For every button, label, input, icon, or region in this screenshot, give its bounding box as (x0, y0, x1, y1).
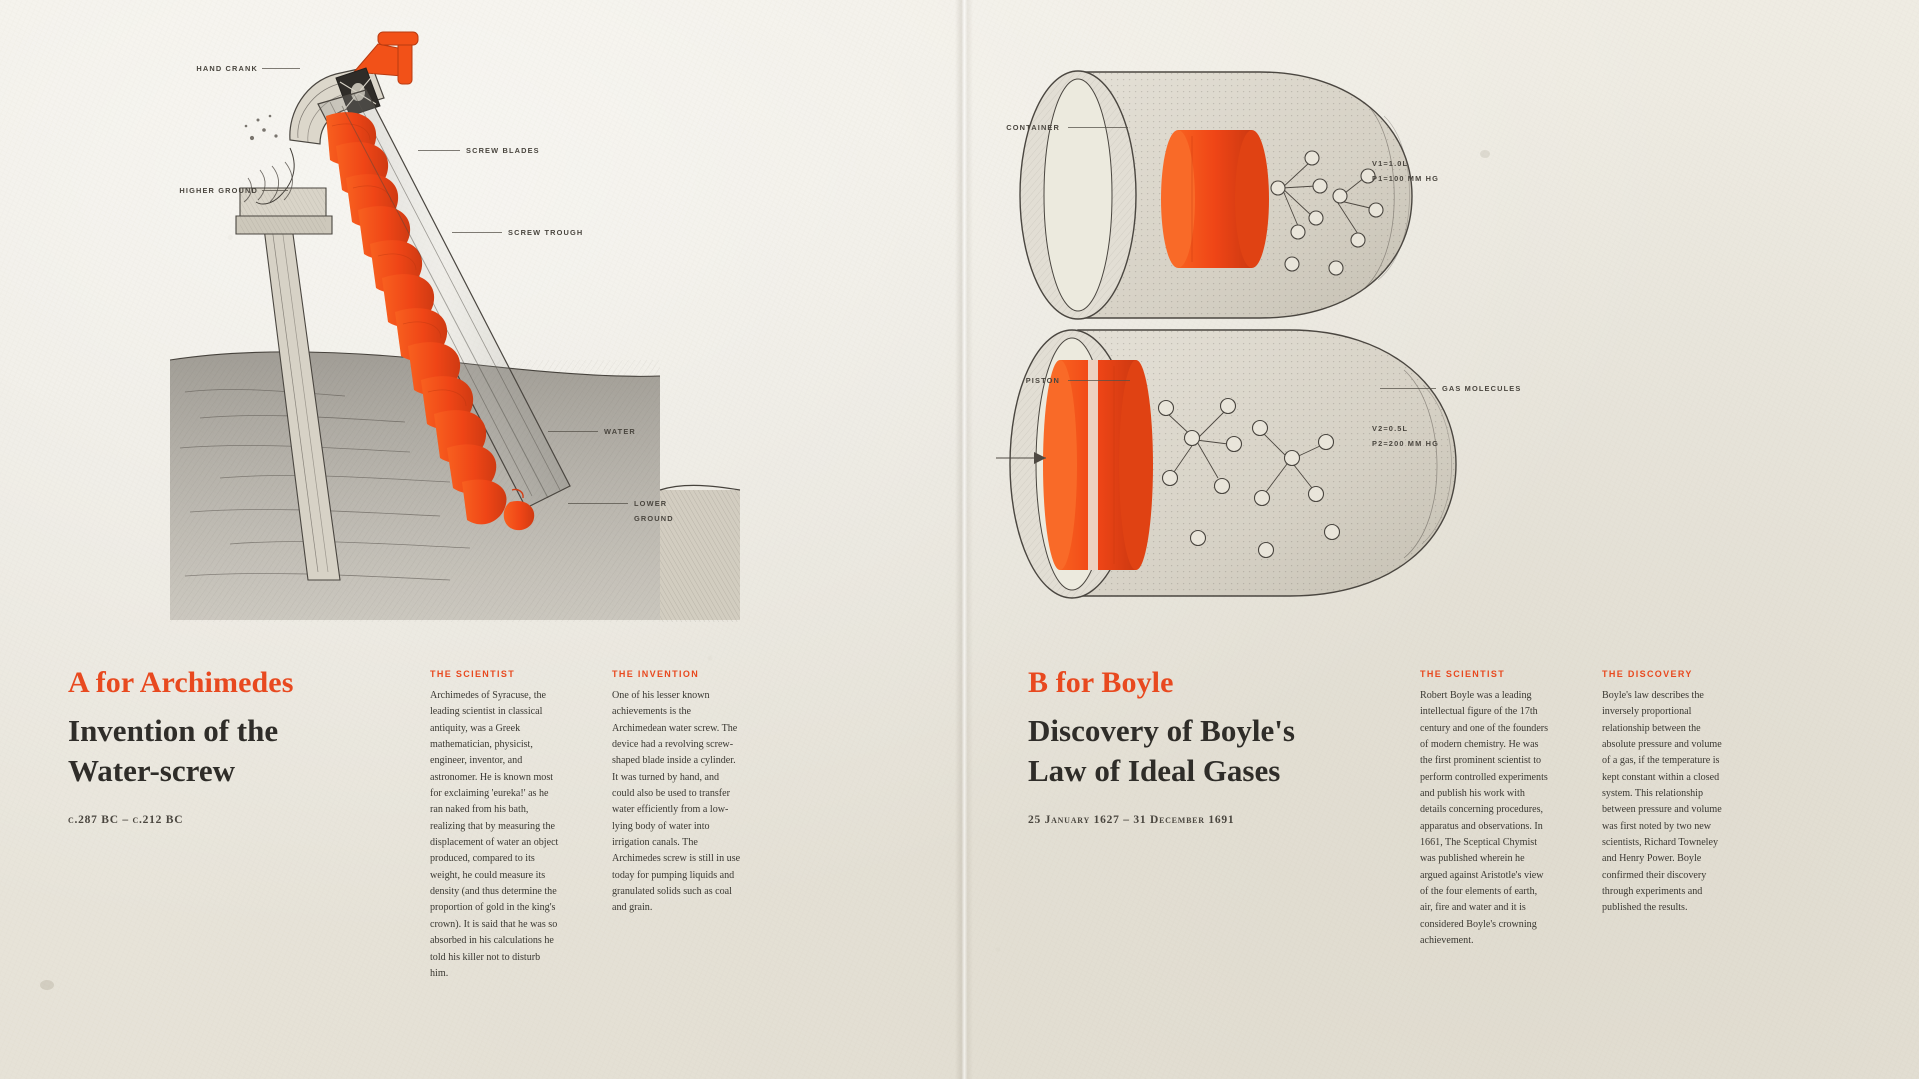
left-title-line2: Water-screw (68, 753, 235, 789)
leader-lower-ground (568, 503, 628, 504)
label-container: CONTAINER (1006, 123, 1060, 132)
label-piston: PISTON (1025, 376, 1060, 385)
right-title: Discovery of Boyle's Law of Ideal Gases (1028, 711, 1398, 793)
left-column-scientist: THE SCIENTIST Archimedes of Syracuse, th… (430, 669, 560, 982)
boyle-letter-b-illustration (996, 70, 1457, 599)
measurement-volume-2: V2=0.5L (1372, 424, 1409, 433)
left-column-scientist-body: Archimedes of Syracuse, the leading scie… (430, 690, 559, 979)
label-higher-ground: HIGHER GROUND (179, 186, 258, 195)
leader-container (1068, 127, 1128, 128)
left-page: HAND CRANK HIGHER GROUND SCREW BLADES SC… (0, 31, 960, 1079)
left-kicker: A for Archimedes (68, 666, 294, 699)
archimedes-screw-illustration (169, 31, 741, 622)
right-column-scientist-heading: THE SCIENTIST (1420, 669, 1506, 679)
right-title-line1: Discovery of Boyle's (1028, 712, 1295, 748)
right-columns: THE SCIENTIST Robert Boyle was a leading… (1420, 669, 1732, 950)
right-dateline: 25 January 1627 – 31 December 1691 (1028, 814, 1235, 827)
leader-water (548, 431, 598, 432)
leader-gas-molecules (1380, 388, 1436, 389)
left-column-invention-heading: THE INVENTION (612, 669, 700, 679)
left-column-invention-body: One of his lesser known achievements is … (612, 690, 741, 914)
leader-screw-blades (418, 150, 460, 151)
label-hand-crank: HAND CRANK (196, 64, 258, 73)
label-screw-trough: SCREW TROUGH (508, 228, 584, 237)
right-title-group: B for Boyle Discovery of Boyle's Law of … (1028, 667, 1398, 826)
left-dateline: c.287 BC – c.212 BC (68, 814, 184, 827)
right-column-scientist-body: Robert Boyle was a leading intellectual … (1420, 690, 1549, 947)
label-water: WATER (604, 427, 636, 436)
left-column-invention: THE INVENTION One of his lesser known ac… (612, 669, 742, 982)
left-columns: THE SCIENTIST Archimedes of Syracuse, th… (430, 669, 742, 982)
right-kicker: B for Boyle (1028, 666, 1174, 699)
right-page: CONTAINER PISTON GAS MOLECULES V1=1.0L P… (960, 0, 1919, 1079)
label-gas-molecules: GAS MOLECULES (1442, 384, 1522, 393)
right-column-discovery-heading: THE DISCOVERY (1602, 669, 1693, 679)
label-lower-ground-line2: GROUND (634, 514, 674, 523)
right-column-scientist: THE SCIENTIST Robert Boyle was a leading… (1420, 669, 1550, 950)
leader-higher-ground (262, 190, 288, 191)
left-text-block: A for Archimedes Invention of the Water-… (0, 649, 960, 1079)
left-title-line1: Invention of the (68, 712, 279, 748)
label-lower-ground-line1: LOWER (634, 499, 668, 508)
measurement-pressure-1: P1=100 MM HG (1372, 174, 1439, 183)
left-column-scientist-heading: THE SCIENTIST (430, 669, 516, 679)
right-text-block: B for Boyle Discovery of Boyle's Law of … (960, 649, 1919, 1079)
right-column-discovery: THE DISCOVERY Boyle's law describes the … (1602, 669, 1732, 950)
right-column-discovery-body: Boyle's law describes the inversely prop… (1602, 690, 1722, 914)
left-title-group: A for Archimedes Invention of the Water-… (68, 667, 398, 826)
measurement-pressure-2: P2=200 MM HG (1372, 439, 1439, 448)
left-title: Invention of the Water-screw (68, 711, 398, 793)
measurement-volume-1: V1=1.0L (1372, 159, 1409, 168)
leader-screw-trough (452, 232, 502, 233)
label-screw-blades: SCREW BLADES (466, 146, 540, 155)
right-title-line2: Law of Ideal Gases (1028, 753, 1281, 789)
leader-hand-crank (262, 68, 300, 69)
leader-piston (1068, 380, 1130, 381)
